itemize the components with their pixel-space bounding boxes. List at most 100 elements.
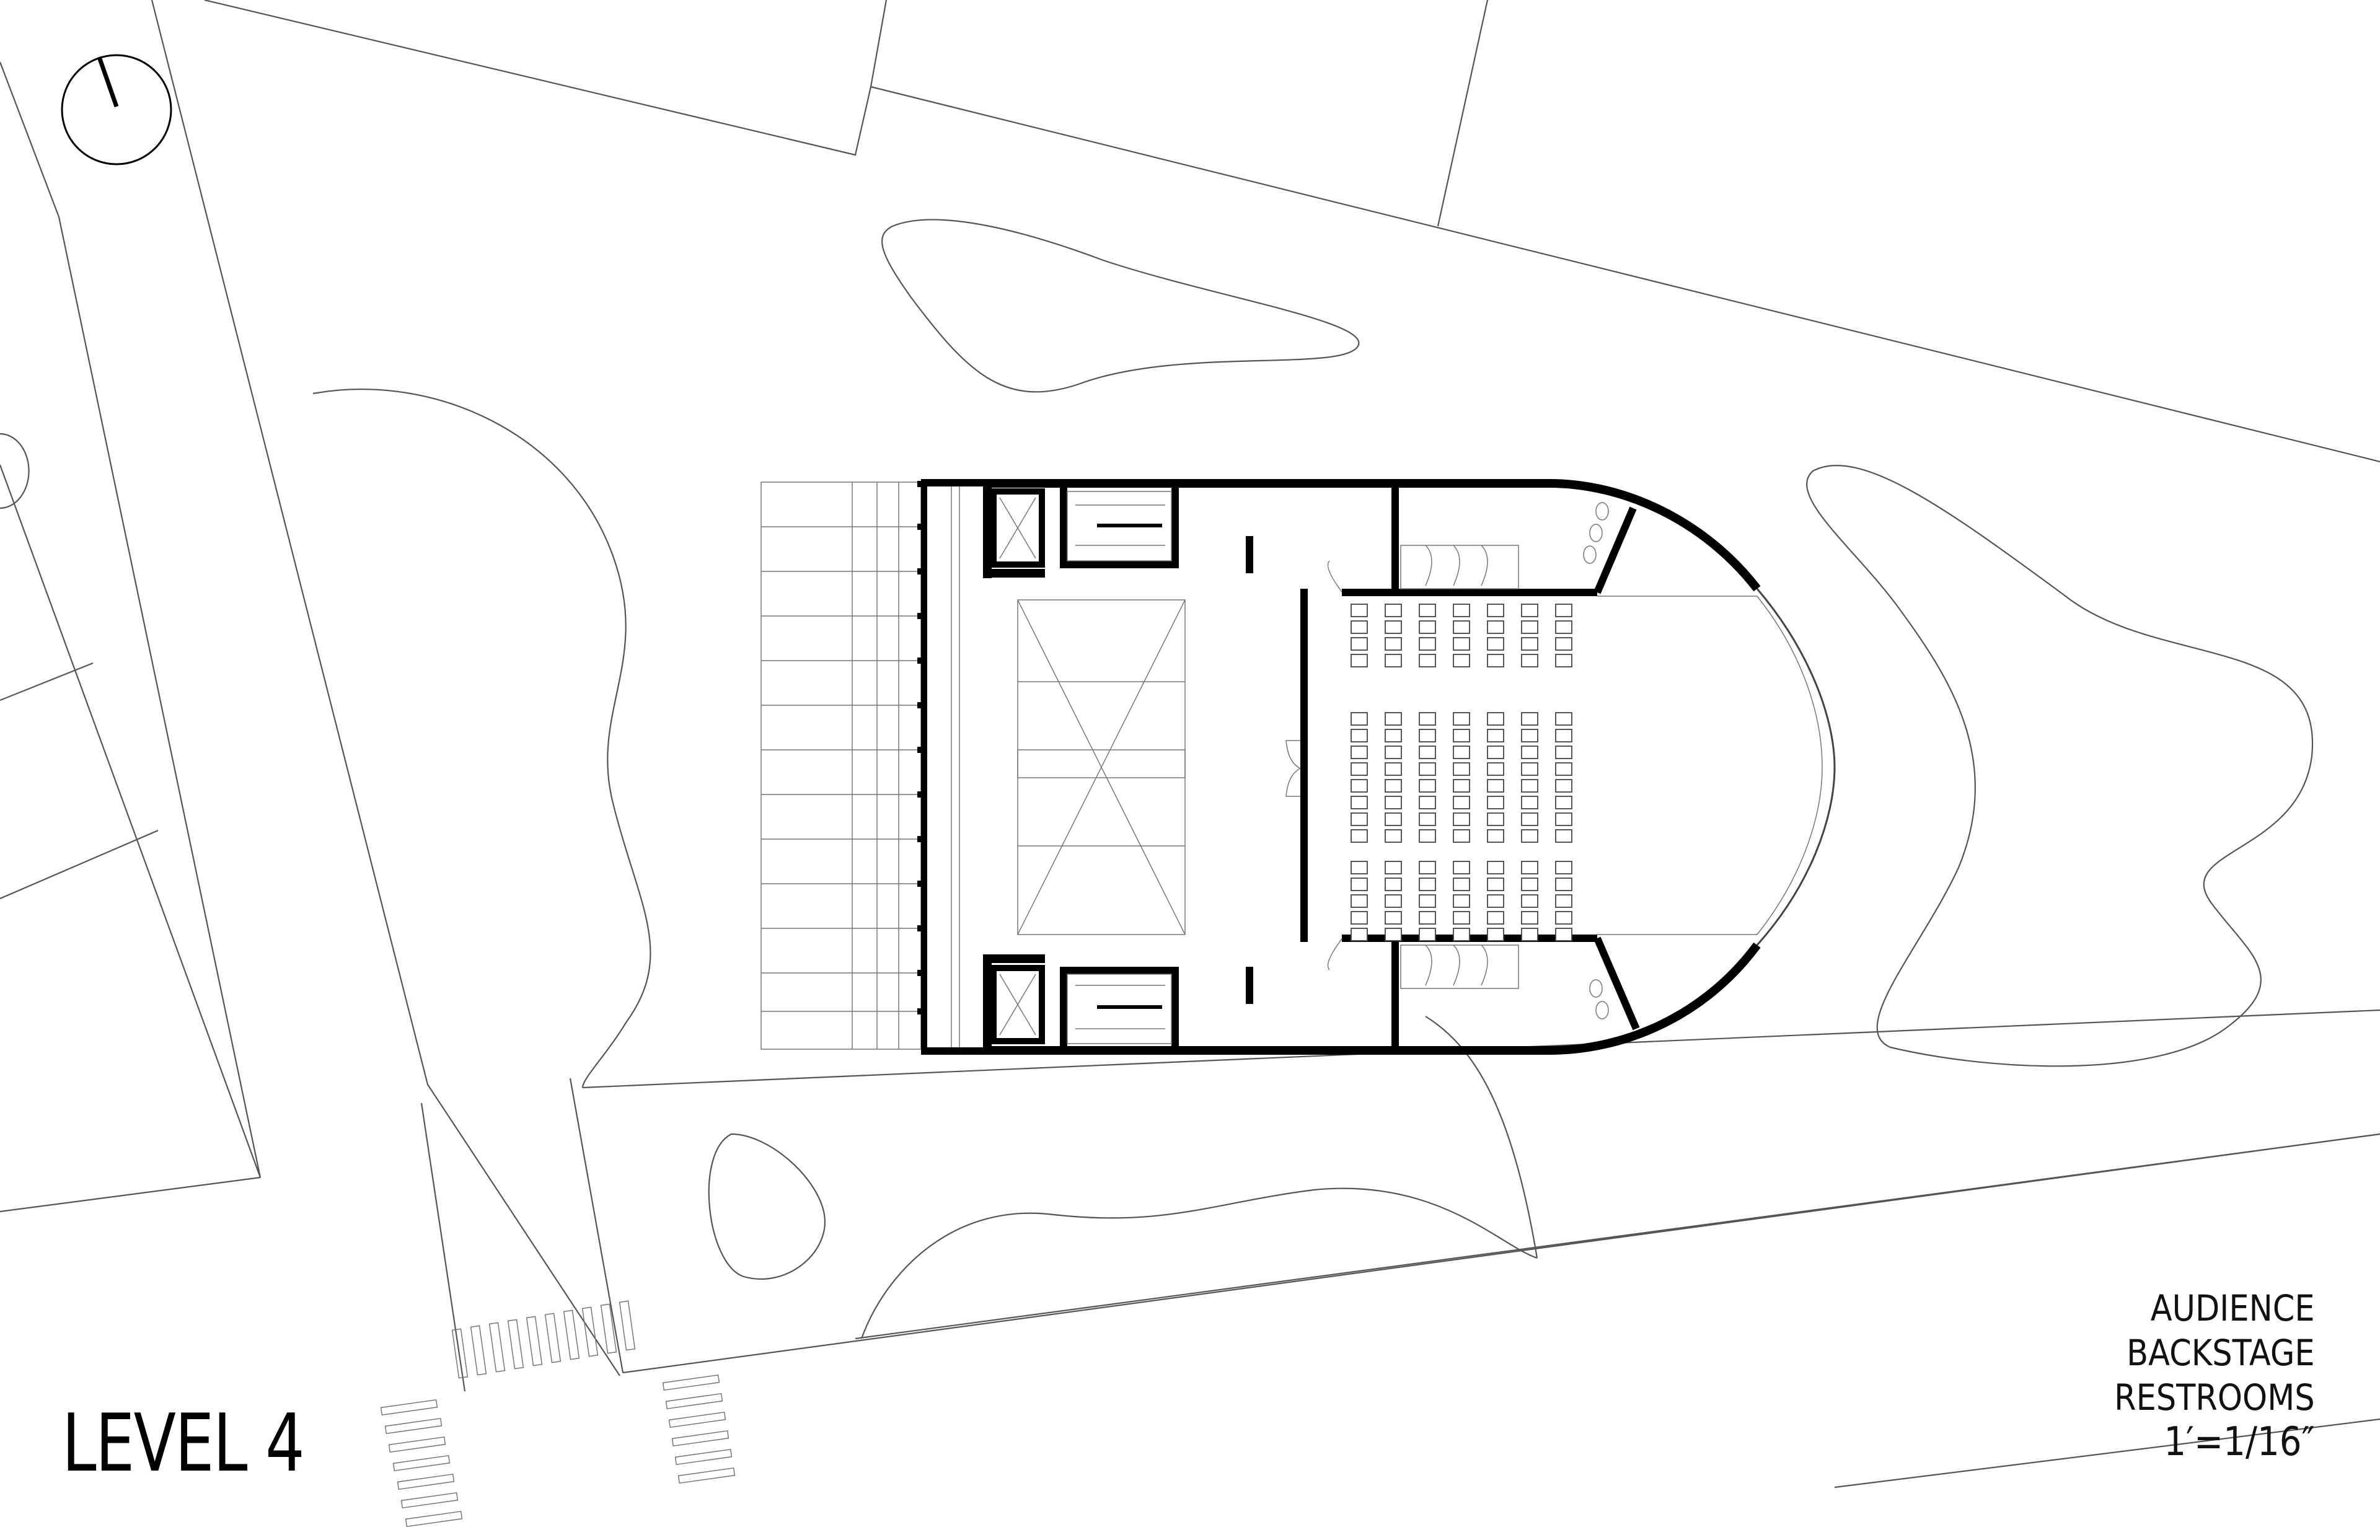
audience-seat bbox=[1521, 812, 1538, 826]
audience-seat bbox=[1351, 620, 1368, 634]
audience-seat bbox=[1487, 829, 1504, 843]
audience-seat bbox=[1419, 911, 1436, 925]
audience-seat bbox=[1453, 812, 1470, 826]
audience-seat bbox=[1419, 796, 1436, 809]
audience-seat bbox=[1351, 654, 1368, 667]
audience-seat bbox=[1453, 604, 1470, 617]
site-lines bbox=[0, 0, 2380, 1489]
level-label: LEVEL 4 bbox=[62, 1397, 305, 1490]
legend-restrooms: RESTROOMS bbox=[2114, 1376, 2315, 1419]
audience-seat bbox=[1453, 729, 1470, 742]
audience-seat bbox=[1487, 604, 1504, 617]
audience-seat bbox=[1419, 894, 1436, 908]
audience-seat bbox=[1555, 712, 1572, 726]
audience-seat bbox=[1453, 894, 1470, 908]
south-core bbox=[983, 954, 1253, 1055]
audience-seat bbox=[1419, 620, 1436, 634]
legend-backstage: BACKSTAGE bbox=[2127, 1332, 2315, 1374]
audience-seat bbox=[1385, 928, 1402, 941]
audience-seat bbox=[1521, 729, 1538, 742]
stage bbox=[1597, 596, 1823, 935]
audience-seat bbox=[1521, 604, 1538, 617]
audience-seat bbox=[1351, 796, 1368, 809]
audience-seat bbox=[1487, 729, 1504, 742]
west-colonnade bbox=[760, 482, 922, 1050]
audience-seat bbox=[1453, 878, 1470, 891]
audience-seat bbox=[1521, 637, 1538, 651]
audience-seat bbox=[1453, 654, 1470, 667]
audience-seat bbox=[1453, 620, 1470, 634]
audience-seat bbox=[1487, 894, 1504, 908]
audience-seat bbox=[1521, 712, 1538, 726]
audience-seat bbox=[1555, 746, 1572, 759]
audience-seat bbox=[1351, 928, 1368, 941]
audience-seat bbox=[1453, 861, 1470, 874]
audience-seat bbox=[1487, 654, 1504, 667]
crosswalk-stripes-lower bbox=[380, 1374, 736, 1528]
audience-seat bbox=[1419, 637, 1436, 651]
edge-circle bbox=[0, 433, 30, 509]
audience-seat bbox=[1487, 637, 1504, 651]
audience-seat bbox=[1385, 654, 1402, 667]
audience-seat bbox=[1351, 604, 1368, 617]
audience-seat bbox=[1521, 894, 1538, 908]
audience-seat bbox=[1419, 861, 1436, 874]
audience-seat bbox=[1419, 779, 1436, 793]
crosswalk-stripes bbox=[451, 1300, 636, 1379]
audience-seat bbox=[1521, 928, 1538, 941]
audience-seat bbox=[1521, 654, 1538, 667]
audience-seat bbox=[1555, 729, 1572, 742]
audience-seat bbox=[1453, 829, 1470, 843]
audience-seat bbox=[1385, 779, 1402, 793]
audience-seat bbox=[1555, 894, 1572, 908]
audience-seat bbox=[1487, 762, 1504, 776]
audience-seat bbox=[1555, 861, 1572, 874]
audience-seat bbox=[1487, 779, 1504, 793]
audience-seat bbox=[1419, 812, 1436, 826]
audience-seat bbox=[1453, 637, 1470, 651]
audience-seat bbox=[1555, 796, 1572, 809]
audience-seat bbox=[1351, 829, 1368, 843]
audience-seat bbox=[1487, 796, 1504, 809]
audience-seat bbox=[1521, 746, 1538, 759]
audience-seat bbox=[1453, 928, 1470, 941]
audience-seat bbox=[1419, 604, 1436, 617]
audience-seat bbox=[1385, 604, 1402, 617]
audience-seat bbox=[1419, 729, 1436, 742]
audience-seat bbox=[1453, 911, 1470, 925]
audience-seat bbox=[1487, 746, 1504, 759]
audience-seat bbox=[1385, 829, 1402, 843]
column-marks bbox=[917, 481, 923, 1014]
audience-seat bbox=[1351, 812, 1368, 826]
audience-seat bbox=[1555, 779, 1572, 793]
audience-seat bbox=[1419, 928, 1436, 941]
audience-seat bbox=[1487, 620, 1504, 634]
audience-seat bbox=[1487, 928, 1504, 941]
audience-seat bbox=[1419, 654, 1436, 667]
audience-seat bbox=[1419, 712, 1436, 726]
audience-seat bbox=[1555, 812, 1572, 826]
audience-seat bbox=[1351, 894, 1368, 908]
audience-seat bbox=[1521, 878, 1538, 891]
audience-seat bbox=[1351, 878, 1368, 891]
audience-seat bbox=[1521, 796, 1538, 809]
audience-seat bbox=[1351, 779, 1368, 793]
audience-seat bbox=[1351, 637, 1368, 651]
audience-seat bbox=[1385, 878, 1402, 891]
audience-seat bbox=[1385, 911, 1402, 925]
audience-seat bbox=[1419, 746, 1436, 759]
legend-audience: AUDIENCE bbox=[2151, 1287, 2315, 1329]
audience-seat bbox=[1487, 812, 1504, 826]
audience-seat bbox=[1521, 620, 1538, 634]
audience-seat bbox=[1555, 762, 1572, 776]
audience-seat bbox=[1555, 620, 1572, 634]
audience-seat bbox=[1351, 911, 1368, 925]
audience-seat bbox=[1521, 829, 1538, 843]
audience-seat bbox=[1351, 746, 1368, 759]
audience-seat bbox=[1453, 746, 1470, 759]
audience-seat bbox=[1555, 604, 1572, 617]
audience-seat bbox=[1453, 779, 1470, 793]
legend: AUDIENCE BACKSTAGE RESTROOMS 1′=1/16″ bbox=[2114, 1286, 2315, 1464]
restrooms bbox=[1400, 502, 1609, 1019]
audience-seat bbox=[1487, 911, 1504, 925]
